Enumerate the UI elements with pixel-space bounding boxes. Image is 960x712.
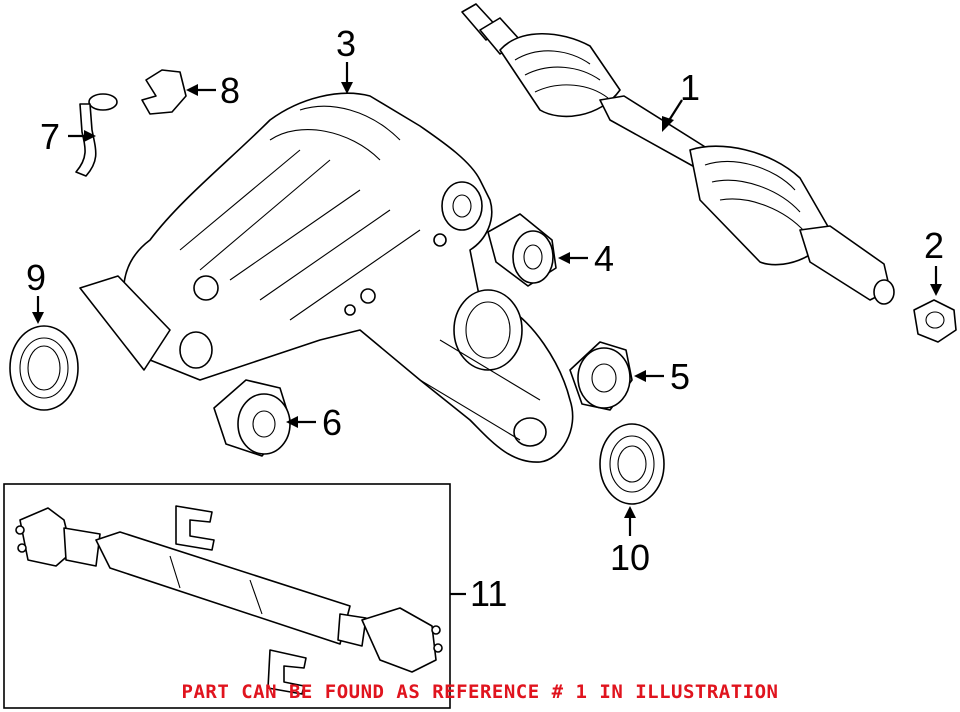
bushing-icon[interactable]	[213, 379, 291, 457]
axle-shaft-icon[interactable]	[461, 3, 895, 305]
reference-note: PART CAN BE FOUND AS REFERENCE # 1 IN IL…	[181, 681, 779, 703]
callout-6: 6	[322, 402, 342, 443]
callout-3: 3	[336, 23, 356, 64]
callout-10: 10	[610, 537, 650, 578]
leader-lines	[32, 62, 942, 596]
drive-shaft-box	[3, 483, 451, 709]
callout-4: 4	[594, 238, 614, 279]
bushing-icon[interactable]	[487, 213, 557, 287]
callout-2: 2	[924, 225, 944, 266]
callout-labels: 1 2 3 4 5 6 7 8 9 10 11	[26, 23, 944, 614]
bushing-icon[interactable]	[569, 341, 633, 411]
drive-shaft-icon[interactable]	[15, 505, 443, 695]
callout-11: 11	[470, 573, 507, 614]
seal-icon[interactable]	[599, 423, 665, 505]
callout-9: 9	[26, 257, 46, 298]
seal-icon[interactable]	[9, 325, 79, 411]
callout-5: 5	[670, 356, 690, 397]
clip-icon[interactable]	[141, 69, 187, 115]
differential-housing-icon[interactable]	[79, 92, 574, 463]
callout-7: 7	[40, 116, 60, 157]
callout-8: 8	[220, 70, 240, 111]
nut-icon[interactable]	[913, 299, 957, 343]
callout-1: 1	[680, 67, 700, 108]
